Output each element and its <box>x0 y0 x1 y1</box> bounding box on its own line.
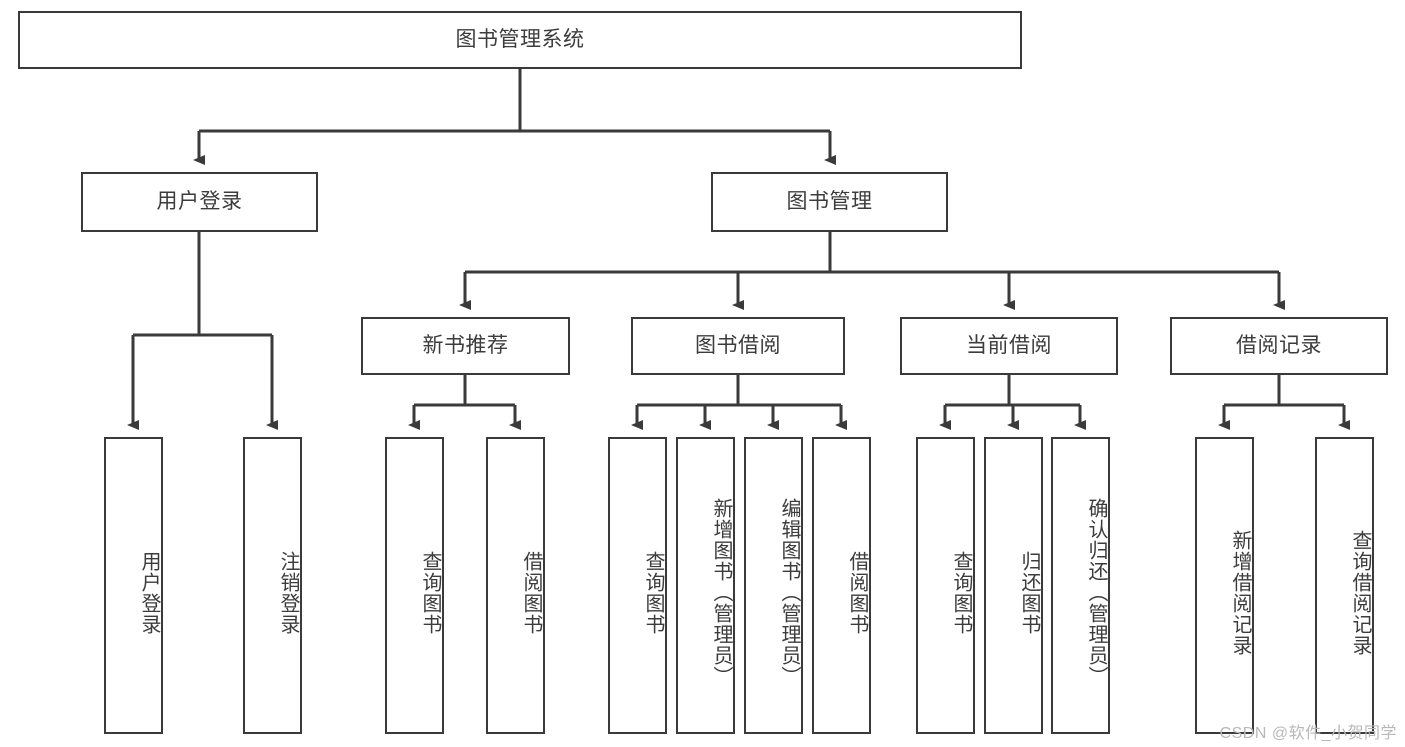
node-leaf-borrow-book-1[interactable]: 借阅图书 <box>486 437 545 734</box>
node-leaf-return-book[interactable]: 归还图书 <box>984 437 1043 734</box>
node-leaf-confirm-return[interactable]: 确认归还（管理员） <box>1051 437 1110 734</box>
node-leaf-query-record-label: 查询借阅记录 <box>1349 529 1371 656</box>
node-leaf-edit-book[interactable]: 编辑图书（管理员） <box>744 437 803 734</box>
node-root[interactable]: 图书管理系统 <box>18 11 1022 69</box>
node-leaf-confirm-return-label: 确认归还（管理员） <box>1085 498 1107 687</box>
node-leaf-add-book[interactable]: 新增图书（管理员） <box>676 437 735 734</box>
node-leaf-logout-label: 注销登录 <box>277 550 299 635</box>
node-current-borrow-label: 当前借阅 <box>966 334 1052 358</box>
node-book-manage-label: 图书管理 <box>786 190 873 214</box>
node-leaf-query-book-3-label: 查询图书 <box>950 550 972 635</box>
node-leaf-query-book-2-label: 查询图书 <box>642 550 664 635</box>
node-borrow-record-label: 借阅记录 <box>1236 334 1322 358</box>
node-borrow-record[interactable]: 借阅记录 <box>1170 317 1388 375</box>
node-book-manage[interactable]: 图书管理 <box>711 172 948 232</box>
node-leaf-query-book-1-label: 查询图书 <box>419 550 441 635</box>
node-root-label: 图书管理系统 <box>455 28 585 52</box>
node-leaf-user-login-label: 用户登录 <box>138 550 160 635</box>
node-leaf-return-book-label: 归还图书 <box>1018 550 1040 635</box>
node-leaf-query-record[interactable]: 查询借阅记录 <box>1315 437 1374 734</box>
node-leaf-borrow-book-1-label: 借阅图书 <box>520 550 542 635</box>
watermark: CSDN @软件_小贺同学 <box>1219 725 1397 742</box>
node-leaf-edit-book-label: 编辑图书（管理员） <box>778 498 800 687</box>
node-leaf-logout[interactable]: 注销登录 <box>243 437 302 734</box>
node-new-book-rec[interactable]: 新书推荐 <box>361 317 570 375</box>
node-leaf-add-record-label: 新增借阅记录 <box>1229 529 1251 656</box>
node-leaf-add-record[interactable]: 新增借阅记录 <box>1195 437 1254 734</box>
node-leaf-borrow-book-2[interactable]: 借阅图书 <box>812 437 871 734</box>
node-user-login-label: 用户登录 <box>156 190 243 214</box>
node-leaf-query-book-3[interactable]: 查询图书 <box>916 437 975 734</box>
node-book-borrow[interactable]: 图书借阅 <box>631 317 845 375</box>
node-leaf-borrow-book-2-label: 借阅图书 <box>846 550 868 635</box>
node-user-login[interactable]: 用户登录 <box>81 172 318 232</box>
node-leaf-query-book-1[interactable]: 查询图书 <box>385 437 444 734</box>
node-book-borrow-label: 图书借阅 <box>695 334 781 358</box>
node-new-book-rec-label: 新书推荐 <box>422 334 509 358</box>
node-leaf-query-book-2[interactable]: 查询图书 <box>608 437 667 734</box>
node-leaf-user-login[interactable]: 用户登录 <box>104 437 163 734</box>
node-leaf-add-book-label: 新增图书（管理员） <box>710 498 732 687</box>
node-current-borrow[interactable]: 当前借阅 <box>900 317 1118 375</box>
